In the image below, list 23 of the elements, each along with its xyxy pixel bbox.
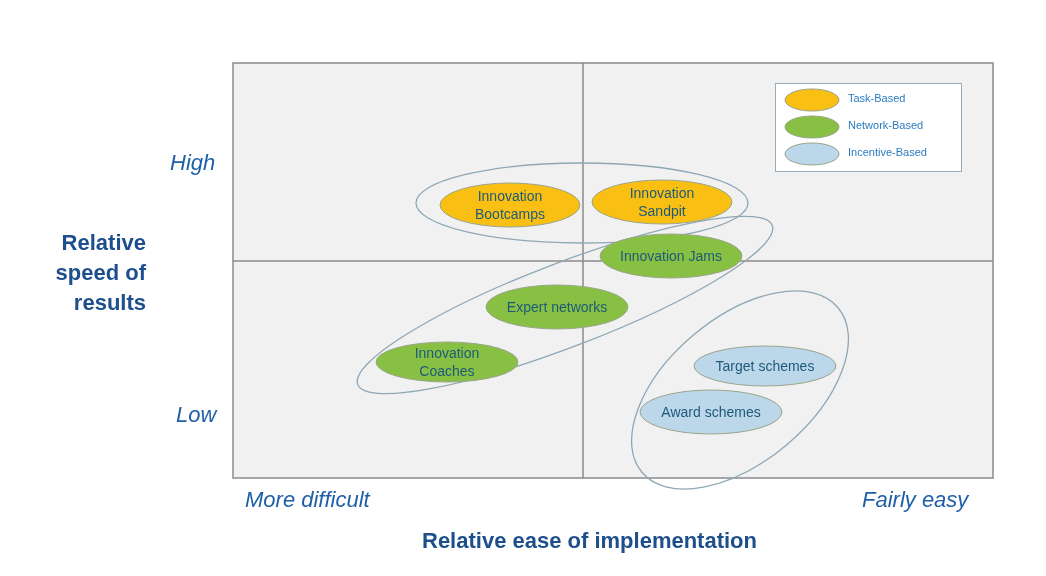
category-ellipse (485, 284, 629, 330)
axis-label: High (170, 150, 216, 176)
node-label: Innovation Sandpit (628, 184, 696, 220)
node-label: Innovation Jams (619, 247, 723, 265)
node-label: Award schemes (660, 403, 762, 421)
category-ellipse (439, 182, 581, 228)
axis-label: More difficult (245, 487, 370, 513)
axis-title: Relative ease of implementation (422, 528, 757, 554)
category-ellipse (591, 179, 733, 225)
node-label: Innovation Coaches (413, 344, 481, 380)
axis-label: Fairly easy (862, 487, 969, 513)
node-label: Innovation Bootcamps (473, 187, 546, 223)
node-label: Target schemes (714, 357, 816, 375)
category-ellipse (639, 389, 783, 435)
node-label: Expert networks (505, 298, 609, 316)
legend-label: Incentive-Based (848, 146, 927, 158)
axis-label: Low (176, 402, 217, 428)
category-ellipse (693, 345, 837, 387)
category-ellipse (375, 341, 519, 383)
legend-label: Task-Based (848, 92, 906, 104)
legend-label: Network-Based (848, 119, 924, 131)
category-ellipse (599, 233, 743, 279)
axis-title: Relative speed of results (54, 229, 146, 317)
